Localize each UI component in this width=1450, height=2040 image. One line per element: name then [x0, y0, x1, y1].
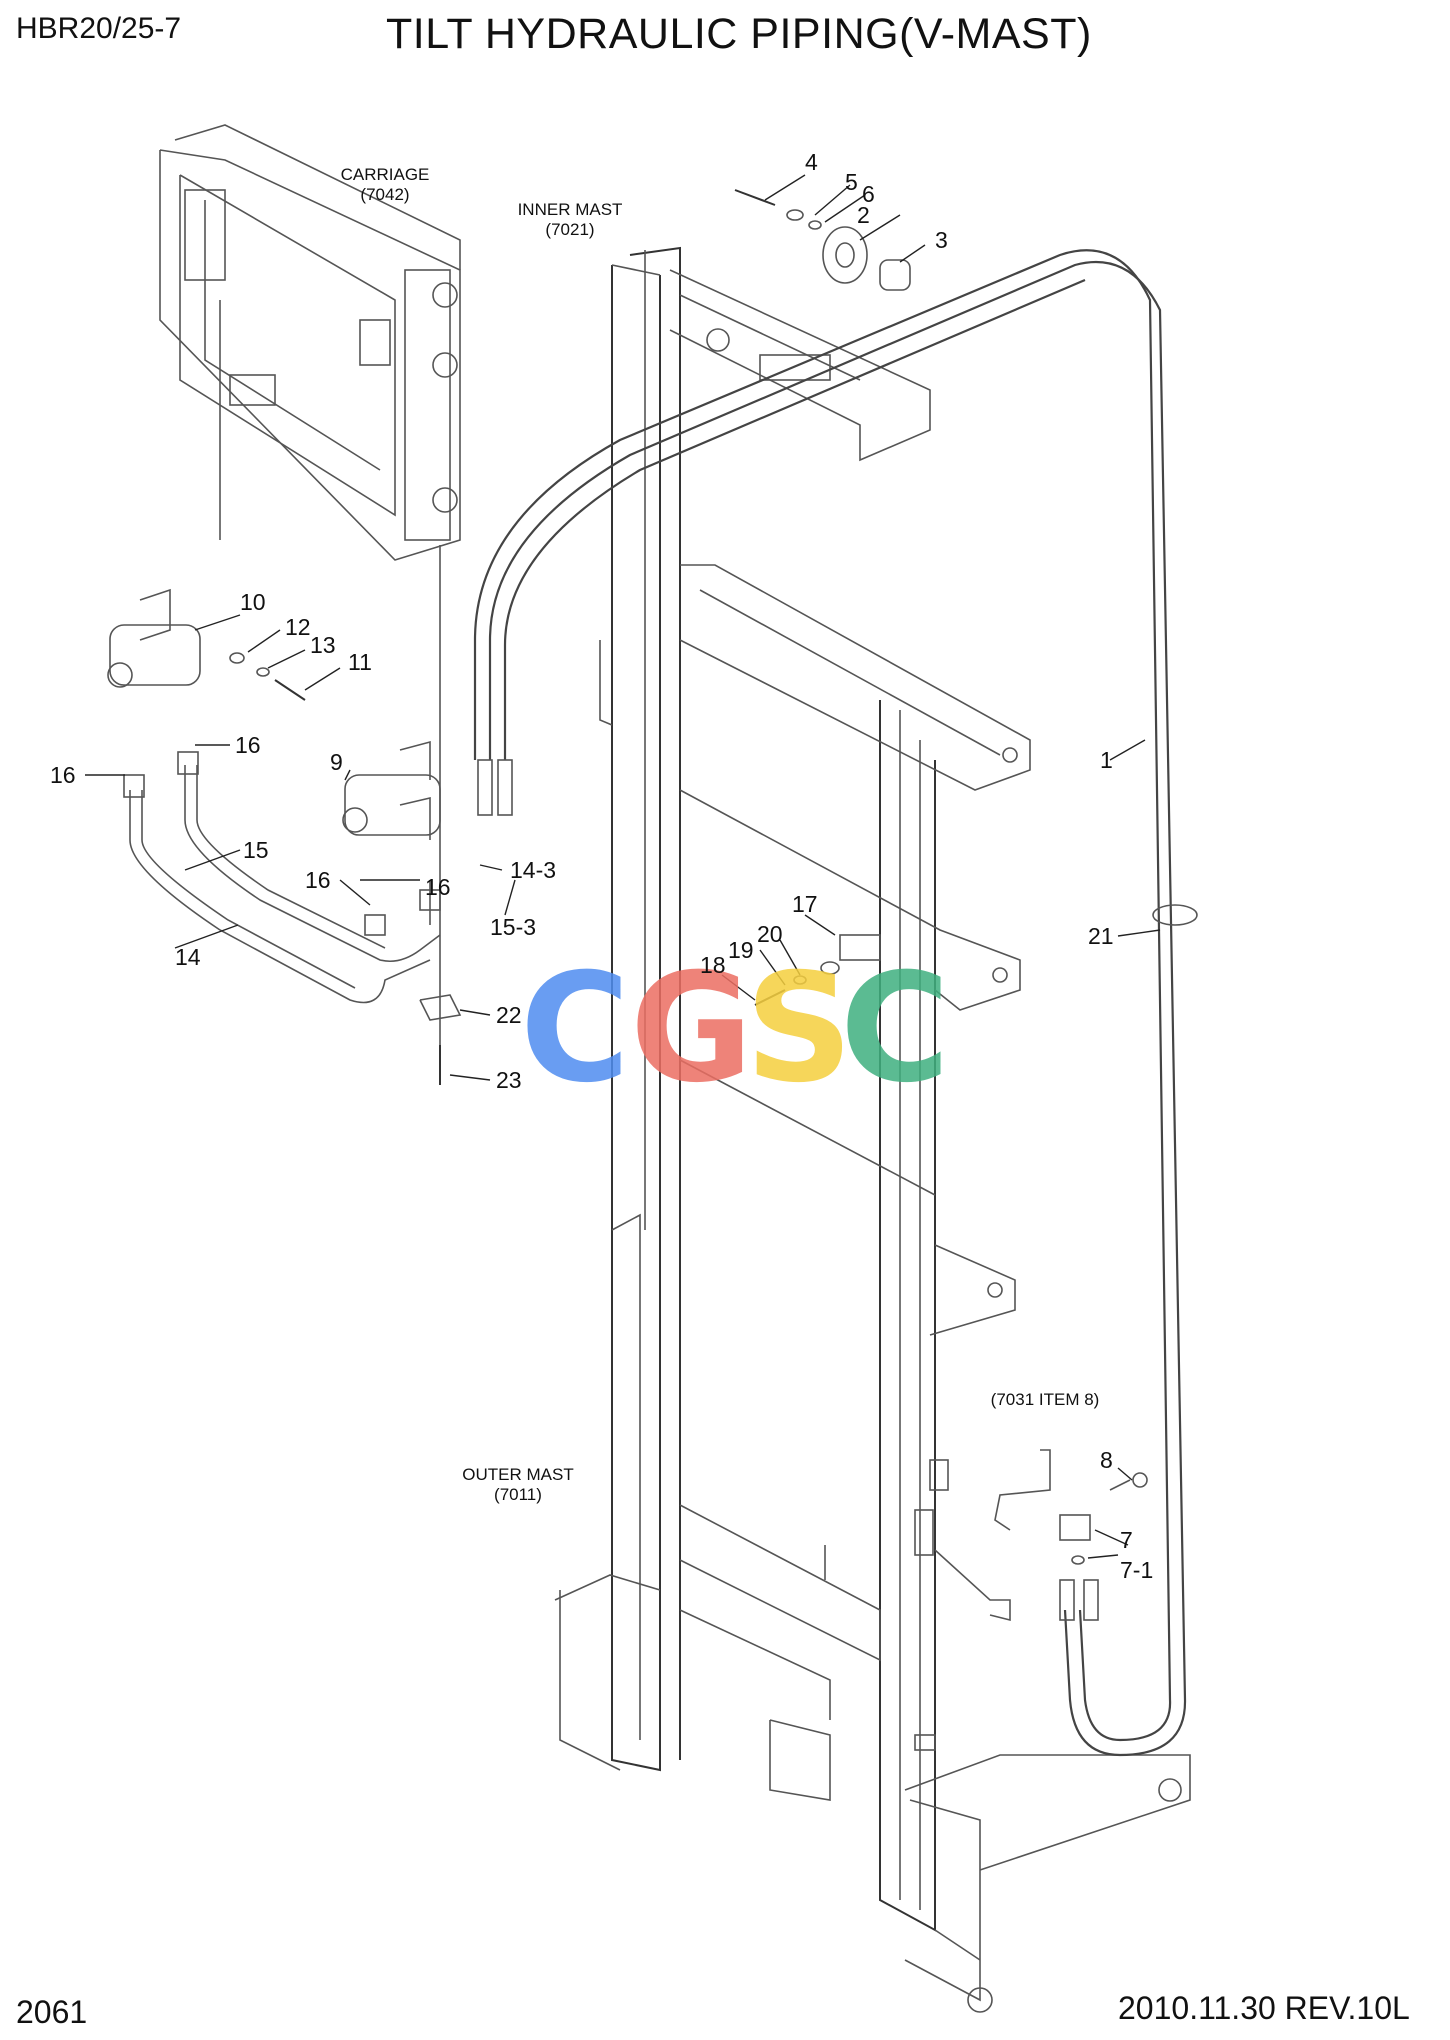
- part-label: 5: [845, 169, 858, 195]
- leader-lines: [85, 174, 1161, 1559]
- inner-mast-ref: (7021): [545, 220, 594, 239]
- part-label: 14-3: [510, 857, 556, 883]
- part-label: 4: [805, 149, 818, 175]
- tilt-hose-assembly: [473, 249, 1198, 1757]
- part-label: 16: [235, 732, 261, 758]
- carriage-frame: [159, 124, 461, 1060]
- page-title: TILT HYDRAULIC PIPING(V-MAST): [386, 10, 1092, 58]
- part-label: 16: [425, 874, 451, 900]
- tilt-cylinder-pipes: [107, 588, 441, 1004]
- watermark-letter-c1: C: [520, 942, 630, 1116]
- inner-mast-label: INNER MAST: [518, 200, 623, 219]
- part-label: 8: [1100, 1447, 1113, 1473]
- part-label: 7-1: [1120, 1557, 1153, 1583]
- page-number: 2061: [16, 1994, 88, 2030]
- part-label: 18: [700, 952, 726, 978]
- part-label: 14: [175, 944, 201, 970]
- part-label: 19: [728, 937, 754, 963]
- revision-date: 2010.11.30 REV.10L: [1118, 1990, 1410, 2026]
- part-label: 2: [857, 202, 870, 228]
- part-label: 7: [1120, 1527, 1133, 1553]
- outer-mast-ref: (7011): [494, 1485, 542, 1504]
- part-number-labels: 1 2 3 4 5 6 7 7-1 8 9 10 11 12 13 14 14-…: [50, 149, 1153, 1583]
- watermark-letter-c2: C: [840, 942, 950, 1116]
- part-label: 6: [862, 181, 875, 207]
- watermark-letter-s: S: [745, 942, 853, 1116]
- part-label: 16: [50, 762, 76, 788]
- part-label: 9: [330, 749, 343, 775]
- model-number: HBR20/25-7: [16, 12, 182, 45]
- part-label: 22: [496, 1002, 522, 1028]
- carriage-ref: (7042): [360, 185, 409, 204]
- part-label: 15-3: [490, 914, 536, 940]
- part-label: 21: [1088, 923, 1114, 949]
- cgsc-watermark: C G S C: [520, 942, 950, 1116]
- mast-structure: [554, 246, 1191, 2013]
- part-label: 15: [243, 837, 269, 863]
- part-label: 13: [310, 632, 336, 658]
- part-label: 3: [935, 227, 948, 253]
- carriage-label: CARRIAGE: [341, 165, 430, 184]
- part-label: 17: [792, 891, 818, 917]
- item-ref-label: (7031 ITEM 8): [991, 1390, 1100, 1409]
- hardware-parts: [229, 189, 1148, 1565]
- part-label: 11: [348, 649, 372, 675]
- watermark-letter-g: G: [630, 942, 753, 1116]
- part-label: 12: [285, 614, 311, 640]
- part-label: 23: [496, 1067, 522, 1093]
- part-label: 10: [240, 589, 266, 615]
- outer-mast-label: OUTER MAST: [462, 1465, 573, 1484]
- part-label: 20: [757, 921, 783, 947]
- part-label: 16: [305, 867, 331, 893]
- part-label: 1: [1100, 747, 1113, 773]
- assembly-labels: CARRIAGE (7042) INNER MAST (7021) OUTER …: [341, 165, 1100, 1504]
